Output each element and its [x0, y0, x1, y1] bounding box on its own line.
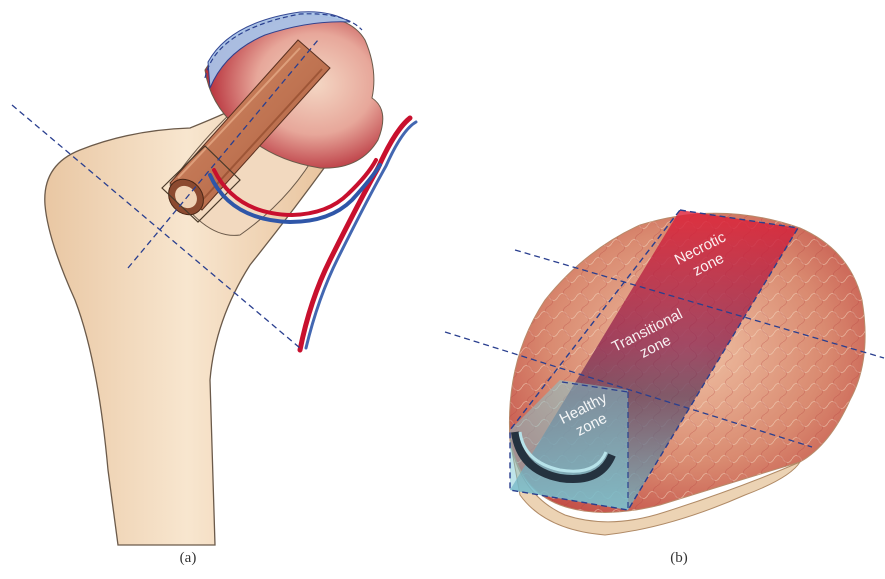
panel-a-caption: (a)	[168, 550, 208, 567]
panel-b-cross-section: Necrotic zone Transitional zone Healthy …	[445, 210, 884, 535]
panel-a-femur	[12, 12, 416, 545]
panel-b-caption: (b)	[659, 550, 699, 567]
